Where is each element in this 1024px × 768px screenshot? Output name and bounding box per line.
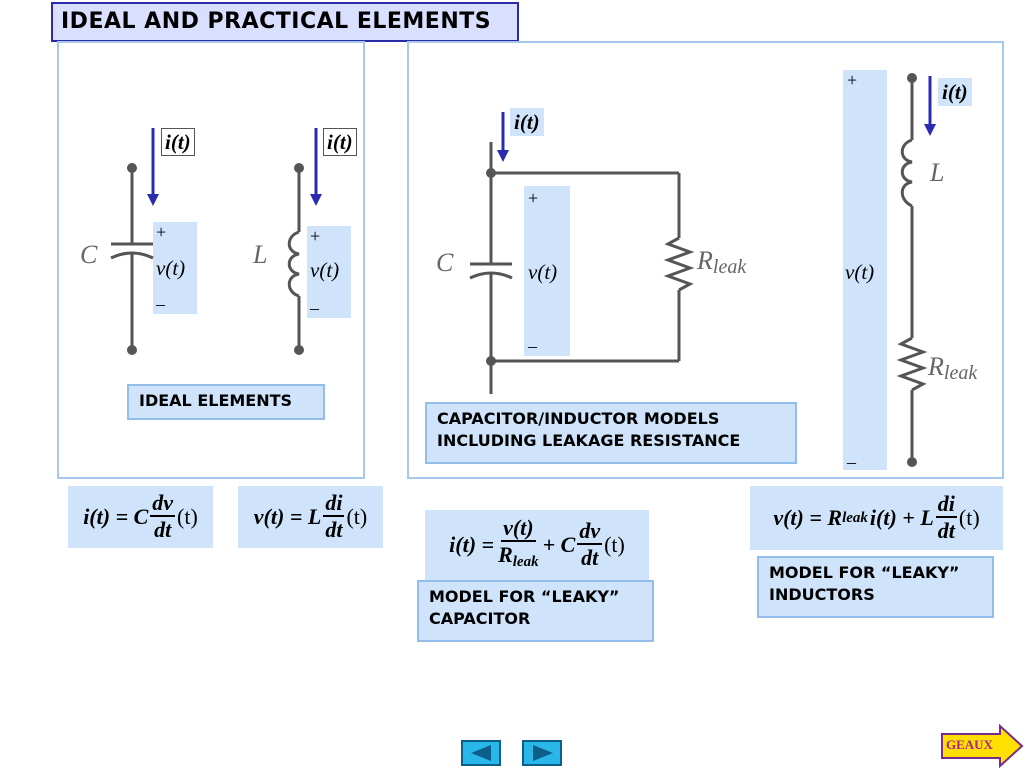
leaky-cap-resistor-sub: leak [712, 256, 747, 278]
ideal-ind-top-terminal [294, 163, 304, 173]
leaky-cap-eq-mid: + C [542, 532, 576, 557]
leaky-cap-caption-line2: CAPACITOR [429, 609, 531, 628]
ideal-cap-voltage: v(t) [156, 256, 186, 280]
ideal-ind-eq-rhs: (t) [346, 504, 368, 529]
leaky-cap-resistor-letter: R [697, 246, 713, 275]
ideal-ind-current-label: i(t) [323, 128, 357, 156]
ideal-ind-eq-fraction: di dt [323, 490, 345, 543]
leaky-cap-eq-rhs: (t) [604, 532, 625, 557]
leaky-ind-plus: + [847, 70, 858, 90]
leaky-capacitor-caption: MODEL FOR “LEAKY” CAPACITOR [417, 580, 654, 642]
ideal-ind-eq-den: dt [325, 517, 343, 542]
leaky-cap-current-arrow [497, 112, 509, 162]
leaky-cap-voltage: v(t) [528, 260, 558, 284]
leaky-ind-caption-line1: MODEL FOR “LEAKY” [769, 563, 960, 582]
ideal-capacitor-symbol [110, 168, 154, 350]
leaky-ind-minus: – [847, 452, 856, 472]
ideal-cap-eq-num: dv [150, 490, 176, 517]
leaky-ind-eq-num: di [935, 491, 957, 518]
ideal-elements-caption: IDEAL ELEMENTS [127, 384, 325, 420]
leaky-cap-resistor-label: Rleak [697, 246, 746, 279]
ideal-cap-eq-rhs: (t) [177, 504, 198, 529]
leaky-ind-voltage-region [843, 70, 887, 470]
leaky-ind-eq-den: dt [937, 518, 955, 543]
leaky-models-caption: CAPACITOR/INDUCTOR MODELS INCLUDING LEAK… [425, 402, 797, 464]
ideal-cap-eq-den: dt [154, 517, 172, 542]
ideal-ind-plus: + [310, 226, 321, 246]
leaky-ind-resistor-sub: leak [943, 362, 978, 384]
ideal-cap-top-terminal [127, 163, 137, 173]
triangle-left-icon [471, 745, 491, 761]
leaky-ind-current-label: i(t) [938, 78, 972, 106]
leaky-capacitor-equation: i(t) = v(t) Rleak + C dv dt (t) [425, 510, 649, 580]
leaky-cap-element-label: C [436, 248, 454, 277]
ideal-ind-voltage-region [307, 226, 351, 318]
ideal-cap-eq-lhs: i(t) = C [83, 504, 149, 529]
ideal-ind-voltage: v(t) [310, 258, 340, 282]
leaky-ind-eq-rhs: (t) [958, 505, 980, 530]
ideal-ind-eq-lhs: v(t) = L [253, 504, 322, 529]
leaky-ind-eq-mid: i(t) + L [869, 505, 934, 530]
leaky-cap-eq-den1-r: R [498, 541, 513, 567]
triangle-right-icon [533, 745, 553, 761]
forward-button[interactable] [522, 740, 562, 766]
ideal-ind-element-label: L [253, 240, 268, 269]
geaux-arrow-shape [941, 724, 1024, 768]
leaky-ind-bottom-terminal [907, 457, 917, 467]
geaux-label: GEAUX [946, 737, 993, 752]
leaky-cap-plus: + [528, 188, 539, 208]
leaky-ind-eq-lhs-sub: leak [842, 509, 868, 526]
ideal-ind-minus: – [310, 298, 319, 318]
ideal-cap-current-arrow [147, 128, 159, 206]
leaky-ind-resistor-label: Rleak [928, 352, 977, 385]
leaky-ind-top-terminal [907, 73, 917, 83]
ideal-cap-voltage-region [153, 222, 197, 314]
back-button[interactable] [461, 740, 501, 766]
leaky-models-caption-line1: CAPACITOR/INDUCTOR MODELS [437, 409, 720, 428]
leaky-cap-eq-num2: dv [577, 518, 603, 545]
leaky-inductor-caption: MODEL FOR “LEAKY” INDUCTORS [757, 556, 994, 618]
ideal-ind-bottom-terminal [294, 345, 304, 355]
ideal-cap-bottom-terminal [127, 345, 137, 355]
leaky-cap-caption-line1: MODEL FOR “LEAKY” [429, 587, 620, 606]
geaux-button[interactable]: GEAUX [940, 724, 1024, 768]
slide-title: IDEAL AND PRACTICAL ELEMENTS [51, 2, 519, 42]
leaky-ind-eq-fraction: di dt [935, 491, 957, 544]
leaky-ind-voltage: v(t) [845, 260, 875, 284]
ideal-capacitor-equation: i(t) = C dv dt (t) [68, 486, 213, 548]
leaky-ind-caption-line2: INDUCTORS [769, 585, 875, 604]
leaky-cap-eq-lhs: i(t) = [449, 532, 495, 557]
leaky-cap-eq-den2: dt [581, 545, 599, 570]
leaky-models-caption-line2: INCLUDING LEAKAGE RESISTANCE [437, 431, 741, 450]
leaky-cap-eq-num1: v(t) [501, 514, 536, 542]
leaky-ind-element-label: L [930, 158, 945, 187]
leaky-ind-resistor-letter: R [928, 352, 944, 381]
leaky-capacitor-circuit [469, 142, 695, 394]
leaky-cap-minus: – [528, 336, 537, 356]
ideal-ind-current-arrow [310, 128, 322, 206]
leaky-inductor-circuit [896, 78, 928, 462]
ideal-ind-eq-num: di [323, 490, 345, 517]
leaky-cap-current-label: i(t) [510, 108, 544, 136]
ideal-cap-eq-fraction: dv dt [150, 490, 176, 543]
leaky-cap-top-node [486, 168, 496, 178]
leaky-ind-current-arrow [924, 76, 936, 136]
ideal-cap-element-label: C [80, 240, 98, 269]
ideal-cap-current-label: i(t) [161, 128, 195, 156]
leaky-cap-eq-den1: Rleak [496, 542, 541, 575]
ideal-inductor-symbol [287, 168, 301, 350]
ideal-cap-minus: – [156, 294, 165, 314]
leaky-cap-eq-fraction2: dv dt [577, 518, 603, 571]
leaky-cap-eq-fraction1: v(t) Rleak [496, 514, 541, 575]
leaky-cap-eq-den1-sub: leak [512, 553, 539, 570]
leaky-ind-eq-lhs: v(t) = R [773, 505, 843, 530]
ideal-cap-plus: + [156, 222, 167, 242]
leaky-cap-voltage-region [524, 186, 570, 356]
ideal-inductor-equation: v(t) = L di dt (t) [238, 486, 383, 548]
leaky-cap-bottom-node [486, 356, 496, 366]
